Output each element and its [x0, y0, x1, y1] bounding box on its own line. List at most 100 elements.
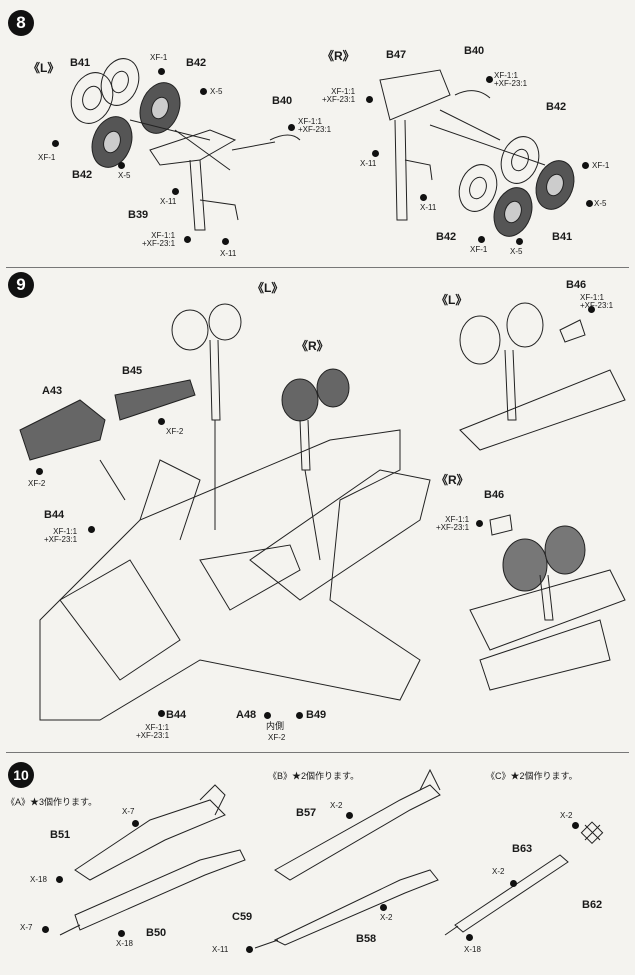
paint-code: X-18 — [116, 939, 133, 948]
paint-dot-icon — [466, 934, 473, 941]
paint-code: X-5 — [510, 247, 523, 256]
paint-code: XF-2 — [166, 427, 184, 436]
paint-code: X-18 — [30, 875, 47, 884]
paint-code: XF-1:1 +XF-23:1 — [298, 117, 332, 135]
part-label-b39: B39 — [128, 209, 149, 221]
paint-dot-icon — [88, 526, 95, 533]
step-number-9: 9 — [8, 272, 34, 298]
step8-right-title: 《R》 — [322, 49, 355, 63]
paint-dot-icon — [420, 194, 427, 201]
paint-dot-icon — [478, 236, 485, 243]
paint-code: X-2 — [330, 801, 343, 810]
paint-code: XF-1 — [470, 245, 488, 254]
paint-dot-icon — [184, 236, 191, 243]
paint-dot-icon — [200, 88, 207, 95]
paint-dot-icon — [510, 880, 517, 887]
part-label-b42: B42 — [436, 231, 457, 243]
paint-code: XF-1:1 +XF-23:1 — [136, 723, 170, 741]
part-label-b42: B42 — [72, 169, 93, 181]
paint-code: XF-2 — [28, 479, 46, 488]
paint-code: X-11 — [220, 249, 237, 258]
paint-code: X-5 — [118, 171, 131, 180]
part-label-b51: B51 — [50, 829, 71, 841]
step9-detail-right-title: 《R》 — [436, 473, 469, 487]
paint-dot-icon — [264, 712, 271, 719]
part-label-c59: C59 — [232, 911, 253, 923]
paint-code: XF-1:1 +XF-23:1 — [580, 293, 614, 311]
step-number-10: 10 — [8, 762, 34, 788]
paint-dot-icon — [372, 150, 379, 157]
part-label-b63: B63 — [512, 843, 533, 855]
paint-dot-icon — [572, 822, 579, 829]
step10-c-rocket-art — [444, 821, 604, 936]
paint-dot-icon — [366, 96, 373, 103]
step-separator — [6, 267, 629, 268]
paint-code: X-18 — [464, 945, 481, 954]
part-label-b46: B46 — [566, 279, 587, 291]
paint-dot-icon — [222, 238, 229, 245]
part-label-a43: A43 — [42, 385, 63, 397]
step-separator — [6, 752, 629, 753]
paint-code: X-11 — [212, 945, 229, 954]
paint-dot-icon — [158, 418, 165, 425]
part-label-b42: B42 — [546, 101, 567, 113]
paint-dot-icon — [172, 188, 179, 195]
paint-code: XF-1:1 +XF-23:1 — [436, 515, 470, 533]
step10-b-missile-art — [254, 768, 441, 949]
paint-dot-icon — [380, 904, 387, 911]
paint-code: XF-1 — [150, 53, 168, 62]
paint-dot-icon — [158, 710, 165, 717]
part-label-b62: B62 — [582, 899, 603, 911]
step9-aircraft-art — [19, 303, 431, 721]
part-label-b41: B41 — [70, 57, 91, 69]
paint-dot-icon — [118, 162, 125, 169]
part-label-b42: B42 — [186, 57, 207, 69]
paint-dot-icon — [288, 124, 295, 131]
paint-code: X-5 — [210, 87, 223, 96]
step10-b-title: 《B》★2個作ります。 — [268, 771, 360, 781]
paint-dot-icon — [158, 68, 165, 75]
paint-dot-icon — [586, 200, 593, 207]
part-label-b58: B58 — [356, 933, 377, 945]
paint-dot-icon — [118, 930, 125, 937]
paint-code: X-2 — [492, 867, 505, 876]
paint-code: X-2 — [560, 811, 573, 820]
paint-code: XF-1:1 +XF-23:1 — [142, 231, 176, 249]
part-label-b49: B49 — [306, 709, 327, 721]
step9-detail-left-title: 《L》 — [436, 293, 468, 307]
paint-dot-icon — [246, 946, 253, 953]
step9-detail-left-art — [459, 302, 626, 451]
paint-dot-icon — [52, 140, 59, 147]
paint-code: X-7 — [122, 807, 135, 816]
step9-left-title: 《L》 — [252, 281, 284, 295]
part-label-b40: B40 — [464, 45, 485, 57]
part-label-b40: B40 — [272, 95, 293, 107]
paint-dot-icon — [346, 812, 353, 819]
part-label-b46: B46 — [484, 489, 505, 501]
part-label-b41: B41 — [552, 231, 573, 243]
step9-detail-right-art — [469, 514, 626, 691]
paint-code: X-11 — [360, 159, 377, 168]
paint-code: XF-1:1 +XF-23:1 — [44, 527, 78, 545]
paint-code: X-7 — [20, 923, 33, 932]
paint-code: XF-1:1 +XF-23:1 — [494, 71, 528, 89]
paint-dot-icon — [36, 468, 43, 475]
part-label-a48: A48 — [236, 709, 257, 721]
paint-code: X-11 — [420, 203, 437, 212]
paint-code: X-11 — [160, 197, 177, 206]
paint-code: X-5 — [594, 199, 607, 208]
step10-c-title: 《C》★2個作ります。 — [486, 771, 578, 781]
paint-code: XF-1 — [592, 161, 610, 170]
part-label-b45: B45 — [122, 365, 143, 377]
paint-dot-icon — [486, 76, 493, 83]
step10-a-missile-art — [59, 784, 246, 936]
part-label-b44: B44 — [166, 709, 187, 721]
inner-side-note: 内側 — [266, 721, 285, 731]
step8-left-wheel-art — [70, 58, 301, 231]
step8-left-title: 《L》 — [28, 61, 60, 75]
paint-dot-icon — [42, 926, 49, 933]
part-label-b44: B44 — [44, 509, 65, 521]
paint-dot-icon — [516, 238, 523, 245]
paint-dot-icon — [476, 520, 483, 527]
